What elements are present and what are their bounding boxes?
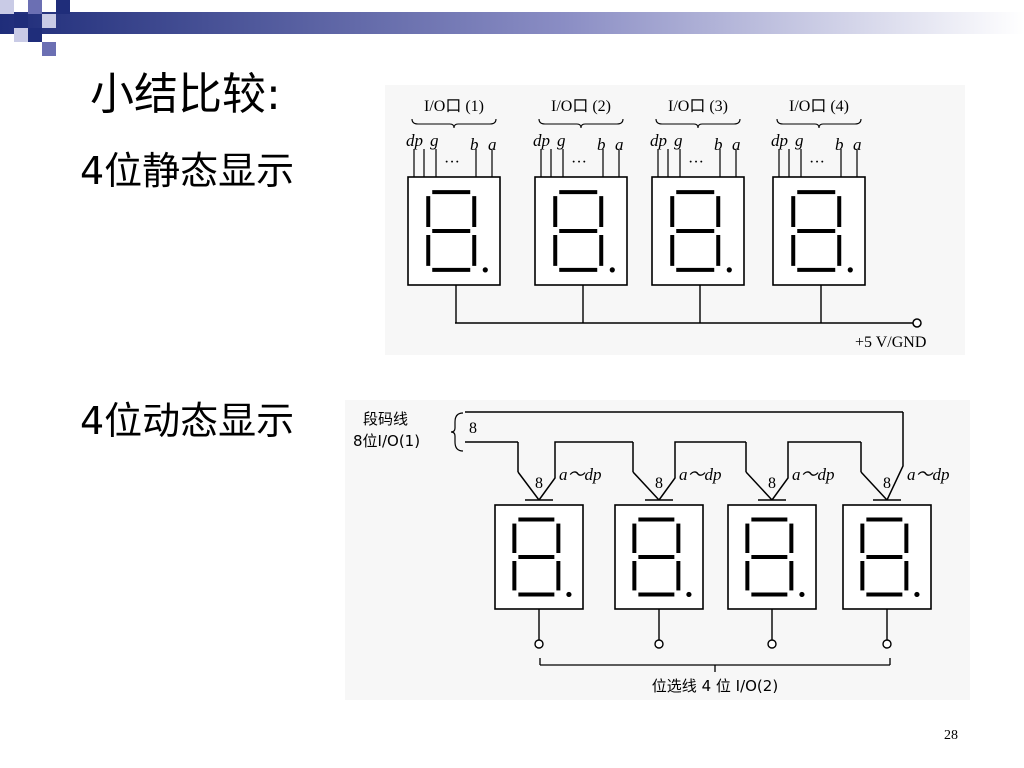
dynamic-digit-2-arrow-shaft (632, 471, 660, 501)
segment-line-label: 段码线 (363, 410, 408, 428)
dynamic-digit-4-arrow-shaft (860, 471, 888, 501)
dynamic-digit-2-width-label: 8 (655, 475, 663, 492)
dynamic-digit-4-select-terminal (882, 639, 892, 649)
bus-width-label: 8 (469, 420, 477, 437)
dynamic-digit-1-select-terminal (534, 639, 544, 649)
static-digit-1-pin-b: b (470, 135, 479, 154)
dynamic-digit-3-arrow-shaft (745, 471, 773, 501)
static-digit-4-pin-dp: dp (771, 131, 788, 150)
static-digit-4-port-brace (776, 118, 862, 129)
dynamic-display-diagram: 段码线 8位I/O(1) 8 8 a～dp 8 a～dp 8 a～dp 8 a～dp 位选线 … (345, 400, 970, 700)
static-digit-2-pin-ellipsis: ··· (571, 154, 587, 171)
static-digit-2-pin-a: a (615, 135, 624, 154)
static-digit-4-pin-ellipsis: ··· (809, 154, 825, 171)
static-digit-3-port-label: I/O口 (3) (668, 98, 728, 115)
static-digit-2-pin-dp: dp (533, 131, 550, 150)
static-digit-1-pin-g: g (430, 131, 439, 150)
static-digit-3-segment-dp (726, 267, 732, 273)
static-display-label: 4位静态显示 (80, 149, 295, 193)
dynamic-digit-2-chain-wire (658, 441, 746, 501)
static-digit-1-pin-dp: dp (406, 131, 423, 150)
dynamic-digit-1-range-label: a～dp (559, 465, 602, 484)
static-digit-1-port-label: I/O口 (1) (424, 98, 484, 115)
dynamic-digit-4-width-label: 8 (883, 475, 891, 492)
static-digit-2-pin-b: b (597, 135, 606, 154)
static-digit-2-segment-dp (609, 267, 615, 273)
dynamic-digits-group: 8 a～dp 8 a～dp 8 a～dp 8 a～dp (494, 412, 950, 649)
select-line-label: 位选线 4 位 I/O(2) (652, 677, 778, 695)
static-digit-3-pin-b: b (714, 135, 723, 154)
static-digit-2-port-label: I/O口 (2) (551, 98, 611, 115)
power-label: +5 V/GND (855, 334, 926, 351)
dynamic-digit-3-segment-dp (799, 591, 805, 598)
static-digit-4-pin-a: a (853, 135, 862, 154)
static-digit-1-pin-ellipsis: ··· (444, 154, 460, 171)
page-number: 28 (944, 728, 958, 743)
header-decoration (0, 0, 1024, 56)
dynamic-digit-2-segment-dp (686, 591, 692, 598)
static-digit-2-port-brace (538, 118, 624, 129)
dynamic-digit-1-width-label: 8 (535, 475, 543, 492)
dynamic-digit-2-select-terminal (654, 639, 664, 649)
static-digit-1-pin-a: a (488, 135, 497, 154)
dynamic-digit-3-chain-wire (771, 441, 861, 501)
power-terminal (912, 318, 922, 328)
dynamic-digit-3-width-label: 8 (768, 475, 776, 492)
dynamic-display-label: 4位动态显示 (80, 399, 295, 443)
dynamic-digit-1-arrow-shaft (517, 471, 540, 501)
slide-title: 小结比较: (90, 69, 281, 120)
static-digit-4-pin-g: g (795, 131, 804, 150)
static-digit-1-segment-dp (482, 267, 488, 273)
static-digit-1-port-brace (411, 118, 497, 129)
static-digit-3-pin-ellipsis: ··· (688, 154, 704, 171)
static-digit-4-port-label: I/O口 (4) (789, 98, 849, 115)
dynamic-digit-3-range-label: a～dp (792, 465, 835, 484)
dynamic-digit-1-chain-wire (538, 441, 633, 501)
static-digit-4-segment-dp (847, 267, 853, 273)
dynamic-digit-2-range-label: a～dp (679, 465, 722, 484)
static-digit-3-port-brace (655, 118, 741, 129)
segment-brace (450, 412, 464, 452)
segment-io-label: 8位I/O(1) (353, 432, 420, 450)
static-digit-3-pin-a: a (732, 135, 741, 154)
static-digit-3-pin-g: g (674, 131, 683, 150)
dynamic-digit-1-segment-dp (566, 591, 572, 598)
dynamic-digit-4-chain-wire (886, 412, 904, 501)
static-digit-4-pin-b: b (835, 135, 844, 154)
dynamic-digit-4-segment-dp (914, 591, 920, 598)
dynamic-digit-4-range-label: a～dp (907, 465, 950, 484)
dynamic-digit-3-select-terminal (767, 639, 777, 649)
static-digit-2-pin-g: g (557, 131, 566, 150)
static-digit-3-pin-dp: dp (650, 131, 667, 150)
